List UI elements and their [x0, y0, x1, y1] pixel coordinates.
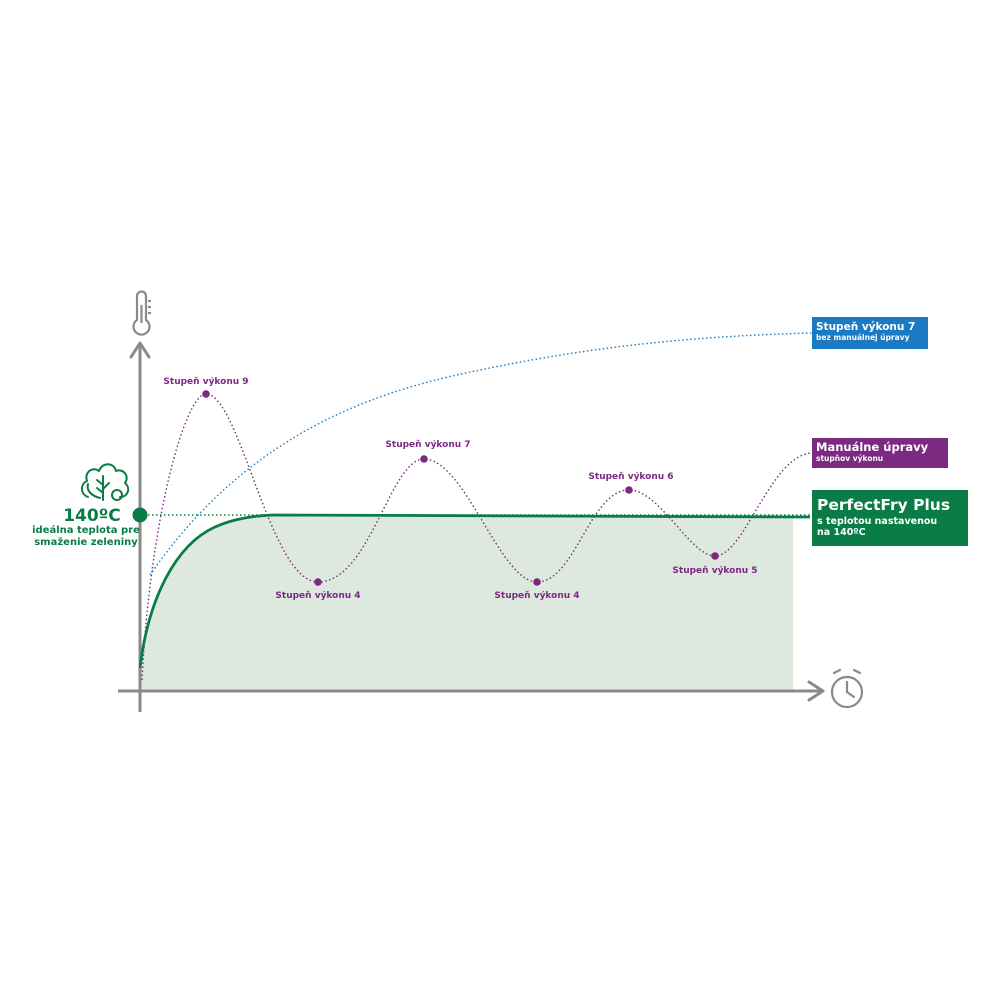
manual-points — [202, 390, 719, 586]
point-label-6: Stupeň výkonu 5 — [672, 566, 757, 576]
legend-manual: Manuálne úpravy stupňov výkonu — [812, 438, 948, 468]
target-caption-2: smaženie zeleniny — [34, 536, 138, 548]
stopwatch-icon — [830, 668, 864, 709]
point-label-1: Stupeň výkonu 9 — [163, 377, 248, 387]
point-trough-2 — [533, 578, 541, 586]
target-caption-1: ideálna teplota pre — [32, 524, 140, 536]
point-trough-3 — [711, 552, 719, 560]
point-label-3: Stupeň výkonu 7 — [385, 440, 470, 450]
point-label-2: Stupeň výkonu 4 — [275, 591, 360, 601]
x-axis — [118, 680, 825, 702]
legend-stupen-7-title: Stupeň výkonu 7 — [816, 321, 915, 333]
point-peak-2 — [420, 455, 428, 463]
legend-perfectfry-sub-1: s teplotou nastavenou — [817, 516, 937, 527]
target-dot — [132, 507, 148, 523]
y-axis — [129, 341, 151, 712]
legend-stupen-7: Stupeň výkonu 7 bez manuálnej úpravy — [812, 317, 928, 349]
vegetable-icon — [80, 463, 130, 501]
legend-perfectfry: PerfectFry Plus s teplotou nastavenou na… — [812, 490, 968, 546]
point-peak-3 — [625, 486, 633, 494]
legend-manual-sub: stupňov výkonu — [816, 454, 883, 463]
legend-stupen-7-sub: bez manuálnej úpravy — [816, 333, 910, 342]
series-perfectfry-line — [138, 513, 811, 669]
series-stupen-7-line — [149, 332, 813, 576]
point-trough-1 — [314, 578, 322, 586]
point-peak-1 — [202, 390, 210, 398]
legend-perfectfry-title: PerfectFry Plus — [817, 496, 950, 514]
series-manual-line — [141, 393, 813, 681]
thermometer-icon — [132, 290, 151, 336]
point-label-4: Stupeň výkonu 4 — [494, 591, 579, 601]
legend-manual-title: Manuálne úpravy — [816, 440, 929, 454]
point-label-5: Stupeň výkonu 6 — [588, 472, 673, 482]
target-value: 140ºC — [63, 506, 121, 526]
legend-perfectfry-sub-2: na 140ºC — [817, 527, 866, 538]
perfectfry-area — [140, 515, 793, 690]
